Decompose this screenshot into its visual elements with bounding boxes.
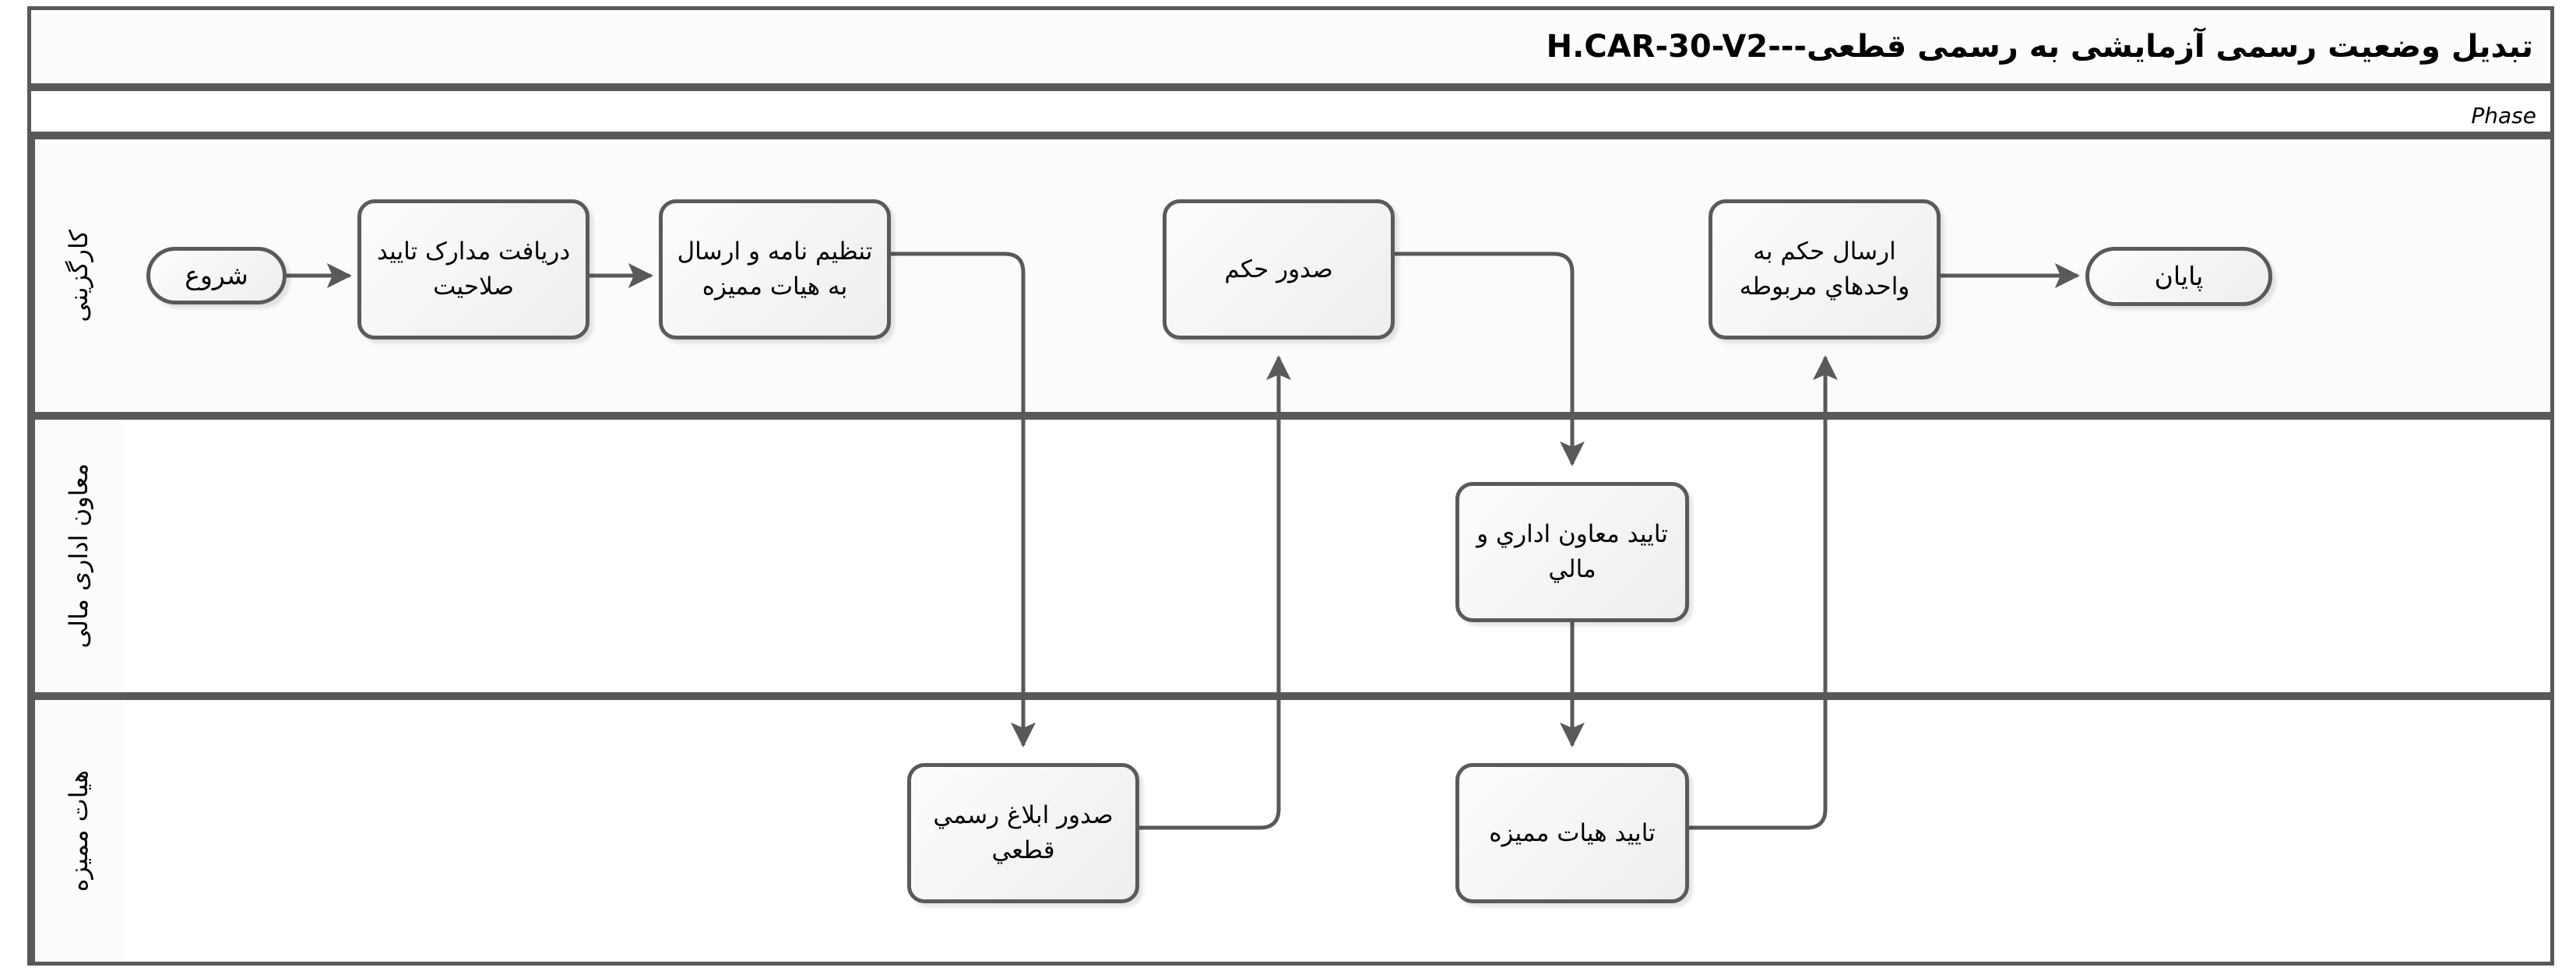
lane-label: کارگزینی [63,229,93,322]
node-label: تنظیم نامه و ارسال به هیات ممیزه [677,237,873,301]
node-start-event[interactable]: شروع [146,247,287,304]
node-label: صدور حکم [1224,255,1333,283]
node-task-prepare-letter[interactable]: تنظیم نامه و ارسال به هیات ممیزه [659,199,891,339]
node-label: دریافت مدارک تایید صلاحیت [376,237,571,301]
lane-label: هیات ممیزه [63,769,93,892]
lane-label: معاون اداری مالی [63,463,93,649]
node-end-event[interactable]: پایان [2085,247,2272,306]
lane-body-moaven-edari-mali [122,420,2550,692]
node-label: تایید معاون اداري و مالي [1476,520,1668,583]
lane-header-moaven-edari-mali: معاون اداری مالی [31,420,122,692]
lane-body-heyat-momayeze [122,700,2550,962]
lane-heyat-momayeze: هیات ممیزه [27,696,2554,966]
node-task-send-decree[interactable]: ارسال حکم به واحدهاي مربوطه [1709,199,1941,339]
node-label: تایید هیات ممیزه [1489,818,1656,847]
node-task-issue-decree[interactable]: صدور حکم [1163,199,1395,339]
lane-moaven-edari-mali: معاون اداری مالی [27,416,2554,696]
node-label: شروع [185,260,248,291]
node-label: پایان [2154,261,2204,292]
node-task-board-approval[interactable]: تایید هیات ممیزه [1455,763,1689,903]
node-task-issue-official-notice[interactable]: صدور ابلاغ رسمي قطعي [907,763,1139,903]
pool-title-bar: تبدیل وضعیت رسمی آزمایشی به رسمی قطعی---… [27,6,2554,87]
lane-header-kargozini: کارگزینی [31,139,122,412]
node-task-receive-documents[interactable]: دریافت مدارک تایید صلاحیت [357,199,589,339]
phase-label: Phase [2471,103,2536,128]
node-task-deputy-approval[interactable]: تایید معاون اداري و مالي [1455,482,1689,622]
lane-header-heyat-momayeze: هیات ممیزه [31,700,122,962]
node-label: صدور ابلاغ رسمي قطعي [933,801,1114,864]
node-label: ارسال حکم به واحدهاي مربوطه [1739,237,1910,301]
phase-band: Phase [27,87,2554,135]
page-title: تبدیل وضعیت رسمی آزمایشی به رسمی قطعی---… [1546,29,2533,65]
